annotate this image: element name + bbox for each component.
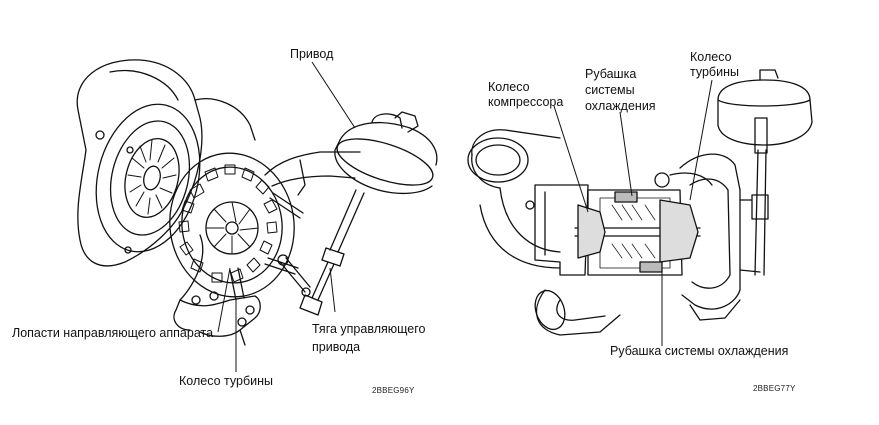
label-compressor-wheel-line2: компрессора [488, 95, 564, 109]
figure-code-left: 2BBEG96Y [372, 386, 415, 395]
figure-code-right: 2BBEG77Y [753, 384, 796, 393]
label-cooling-jacket-top-line3: охлаждения [585, 99, 656, 113]
label-cooling-jacket-top-line1: Рубашка [585, 67, 637, 81]
label-guide-vanes: Лопасти направляющего аппарата [12, 326, 214, 340]
label-control-rod-line1: Тяга управляющего [312, 322, 426, 336]
label-cooling-jacket-bottom: Рубашка системы охлаждения [610, 344, 789, 358]
label-turbine-wheel-right-line1: Колесо [690, 50, 732, 64]
label-cooling-jacket-top-line2: системы [585, 83, 635, 97]
label-control-rod-line2: привода [312, 340, 361, 354]
label-actuator: Привод [290, 47, 334, 61]
label-turbine-wheel-left: Колесо турбины [179, 374, 273, 388]
label-compressor-wheel-line1: Колесо [488, 80, 530, 94]
label-turbine-wheel-right-line2: турбины [690, 65, 739, 79]
